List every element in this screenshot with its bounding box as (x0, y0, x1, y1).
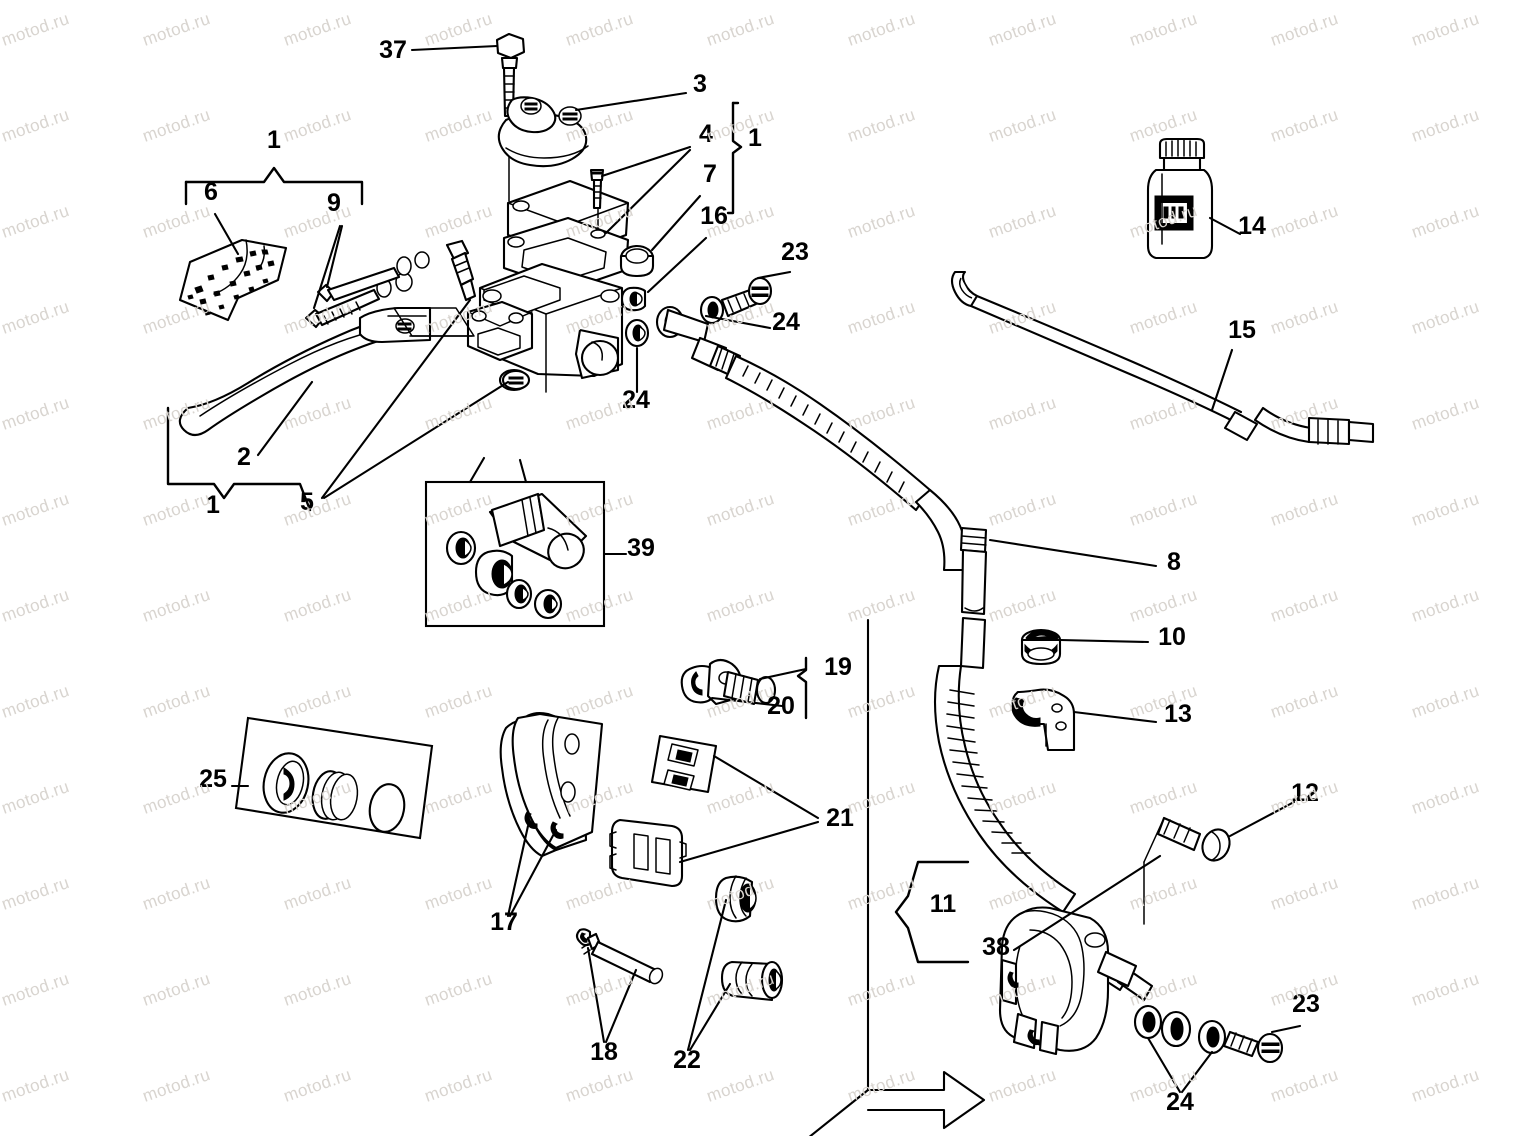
leader-13 (1072, 710, 1158, 724)
part-brake-pads-17 (499, 711, 604, 858)
callout-8: 8 (1167, 548, 1181, 576)
part-repair-kit-box-39 (424, 456, 606, 628)
part-slider-boot-22b (720, 960, 784, 1002)
callout-24-a: 24 (772, 308, 800, 336)
leader-23b (1270, 1024, 1302, 1034)
callout-4: 4 (699, 120, 713, 148)
part-spring-21a (650, 734, 718, 794)
part-master-cylinder-body (466, 179, 630, 393)
part-friction-block-6 (178, 238, 288, 322)
part-pivot-screw-5b (501, 369, 531, 391)
part-hose-grommet-10 (1020, 628, 1062, 666)
callout-17: 17 (490, 908, 518, 936)
leader-24c-b (1180, 1050, 1214, 1094)
callout-24-b: 24 (622, 386, 650, 414)
callout-1-left-top: 1 (267, 126, 281, 154)
callout-23-bottom: 23 (1292, 990, 1320, 1018)
part-bleed-valve-assembly-19 (680, 658, 777, 706)
part-spring-21b (609, 818, 687, 888)
part-brake-lever-2 (178, 306, 475, 437)
leader-4a (600, 145, 692, 178)
leader-3 (574, 91, 688, 112)
leader-22a (686, 898, 728, 1052)
callout-6: 6 (204, 178, 218, 206)
callout-38: 38 (982, 933, 1010, 961)
part-mounting-bolt-12 (1143, 816, 1231, 925)
callout-23-top: 23 (781, 238, 809, 266)
part-caliper-body-38 (998, 906, 1138, 1056)
leader-18b (604, 968, 638, 1044)
leader-7 (650, 194, 702, 252)
callout-1-left-bottom: 1 (206, 491, 220, 519)
callout-18: 18 (590, 1038, 618, 1066)
part-diaphragm-7 (619, 244, 655, 278)
callout-5: 5 (300, 488, 314, 516)
callout-14: 14 (1238, 212, 1266, 240)
callout-22: 22 (673, 1046, 701, 1074)
brace-19 (796, 656, 808, 720)
leader-23a (756, 270, 792, 280)
part-brake-fluid-bottle-14 (1146, 137, 1214, 260)
callout-21: 21 (826, 804, 854, 832)
callout-13: 13 (1164, 700, 1192, 728)
callout-24-c: 24 (1166, 1088, 1194, 1116)
callout-25: 25 (199, 765, 227, 793)
leader-15 (1210, 348, 1234, 412)
part-washer-24a (624, 318, 650, 348)
part-brake-hose-8 (690, 336, 1154, 1002)
callout-10: 10 (1158, 623, 1186, 651)
callout-15: 15 (1228, 316, 1256, 344)
part-hose-guide-13 (1011, 688, 1076, 752)
leader-14 (1208, 216, 1242, 236)
part-pivot-screw-5a (445, 239, 477, 302)
part-seal-kit-box-25 (234, 716, 434, 840)
callout-7: 7 (703, 160, 717, 188)
leader-21a (712, 754, 820, 820)
leader-12 (1228, 800, 1296, 838)
part-switch-wire-15 (950, 270, 1375, 446)
callout-2: 2 (237, 443, 251, 471)
callout-3: 3 (693, 70, 707, 98)
part-rubber-plug-16 (620, 286, 647, 312)
callout-20: 20 (767, 692, 795, 720)
leader-21b (678, 820, 820, 864)
leader-37 (410, 44, 499, 52)
callout-37: 37 (379, 36, 407, 64)
callout-1-right: 1 (748, 124, 762, 152)
callout-19: 19 (824, 653, 852, 681)
leader-5b (322, 380, 510, 500)
callout-11: 11 (930, 890, 957, 918)
leader-10 (1058, 638, 1150, 644)
part-handlebar-clamp-3 (497, 96, 589, 168)
leader-18a (586, 946, 606, 1044)
callout-12: 12 (1291, 779, 1319, 807)
part-banjo-bolt-23a (720, 276, 773, 318)
callout-9: 9 (327, 189, 341, 217)
leader-8 (988, 538, 1158, 568)
callout-39: 39 (627, 534, 655, 562)
brace-group-1-right (726, 101, 743, 215)
callout-16: 16 (700, 202, 728, 230)
